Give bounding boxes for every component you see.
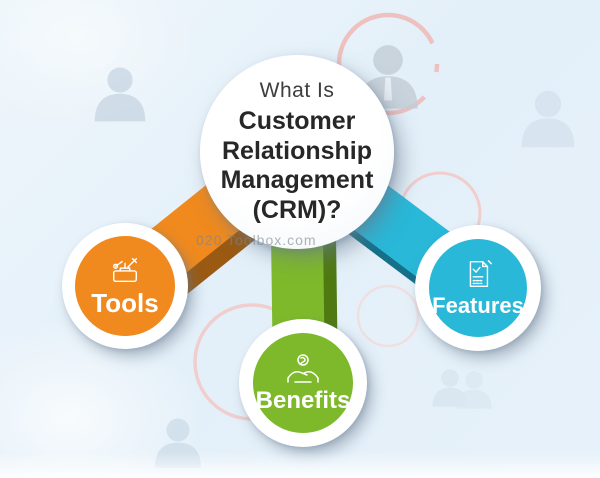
person-silhouette xyxy=(94,67,146,122)
node-features: Features xyxy=(415,225,541,351)
node-benefits-label: Benefits xyxy=(255,387,351,414)
node-features-label: Features xyxy=(432,293,524,318)
node-features-circle: Features xyxy=(429,239,527,337)
benefits-icon xyxy=(287,354,319,383)
node-tools-circle: Tools xyxy=(75,236,175,336)
node-benefits: Benefits xyxy=(239,319,367,447)
circle-outline-decoration xyxy=(356,284,420,348)
features-icon xyxy=(469,260,492,287)
center-title: Customer Relationship Management (CRM)? xyxy=(220,107,374,224)
node-tools-label: Tools xyxy=(91,287,159,318)
person-silhouette xyxy=(521,90,575,148)
center-intro: What Is xyxy=(259,79,335,102)
node-benefits-circle: Benefits xyxy=(253,333,353,433)
tools-icon xyxy=(113,257,138,282)
node-tools: Tools xyxy=(62,223,188,349)
center-node: What Is Customer Relationship Management… xyxy=(200,55,394,249)
person-silhouette xyxy=(456,371,492,409)
